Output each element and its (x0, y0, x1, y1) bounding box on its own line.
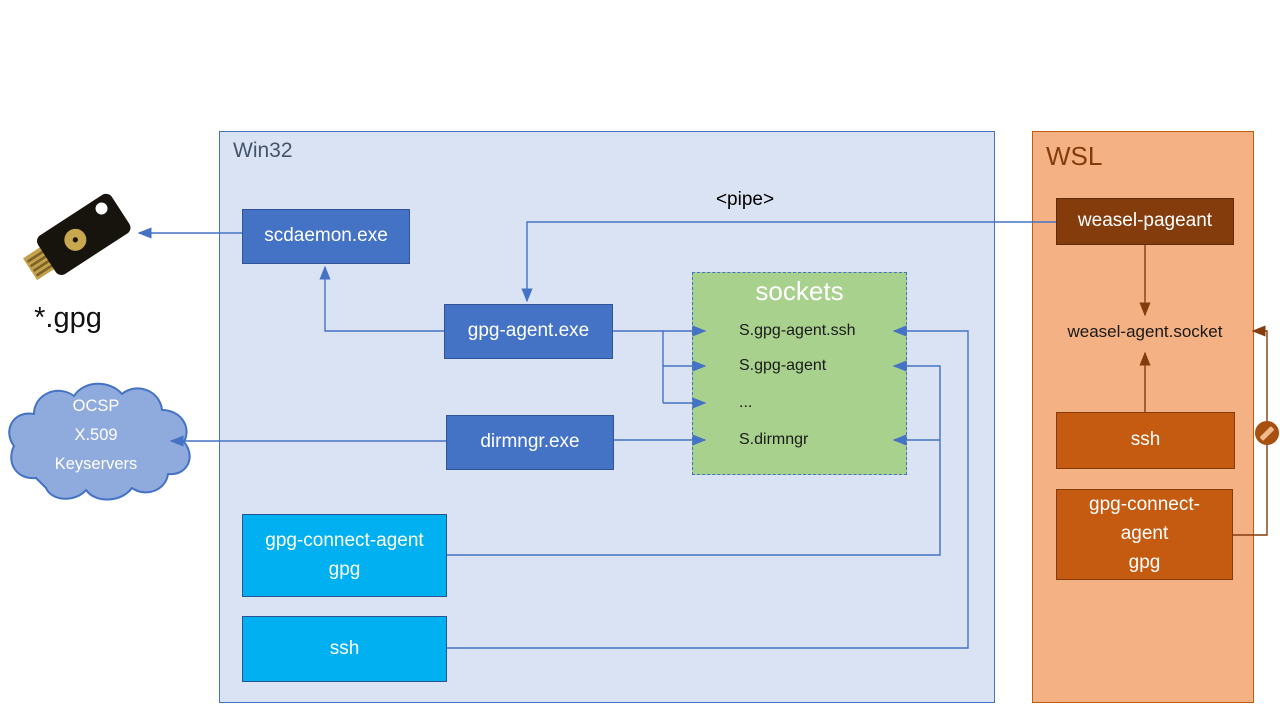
gpg-files-label: *.gpg (34, 302, 102, 334)
no-entry-icon (1255, 421, 1279, 445)
ssh-box-wsl: ssh (1056, 412, 1235, 469)
gpg-agent-box: gpg-agent.exe (444, 304, 613, 359)
socket-item-dirmngr: S.dirmngr (739, 431, 809, 448)
pipe-label: <pipe> (715, 189, 775, 210)
socket-item-gpg-agent-ssh: S.gpg-agent.ssh (739, 322, 856, 339)
sockets-box: sockets S.gpg-agent.ssh S.gpg-agent ... … (692, 272, 907, 475)
scdaemon-box: scdaemon.exe (242, 209, 410, 264)
weasel-pageant-box: weasel-pageant (1056, 198, 1234, 245)
dirmngr-box: dirmngr.exe (446, 415, 614, 470)
sockets-title: sockets (755, 276, 844, 306)
socket-item-ellipsis: ... (739, 394, 753, 411)
keyservers-cloud-label: OCSP X.509 Keyservers (54, 397, 138, 473)
keyservers-cloud-icon (8, 382, 191, 501)
weasel-agent-socket-label: weasel-agent.socket (1067, 322, 1223, 341)
socket-item-gpg-agent: S.gpg-agent (739, 357, 827, 374)
gpg-connect-agent-box-wsl: gpg-connect- agent gpg (1056, 489, 1233, 580)
wsl-label: WSL (1046, 141, 1103, 171)
yubikey-icon (22, 193, 131, 281)
gpg-connect-agent-box-win32: gpg-connect-agent gpg (242, 514, 447, 597)
ssh-box-win32: ssh (242, 616, 447, 682)
win32-label: Win32 (233, 139, 293, 162)
